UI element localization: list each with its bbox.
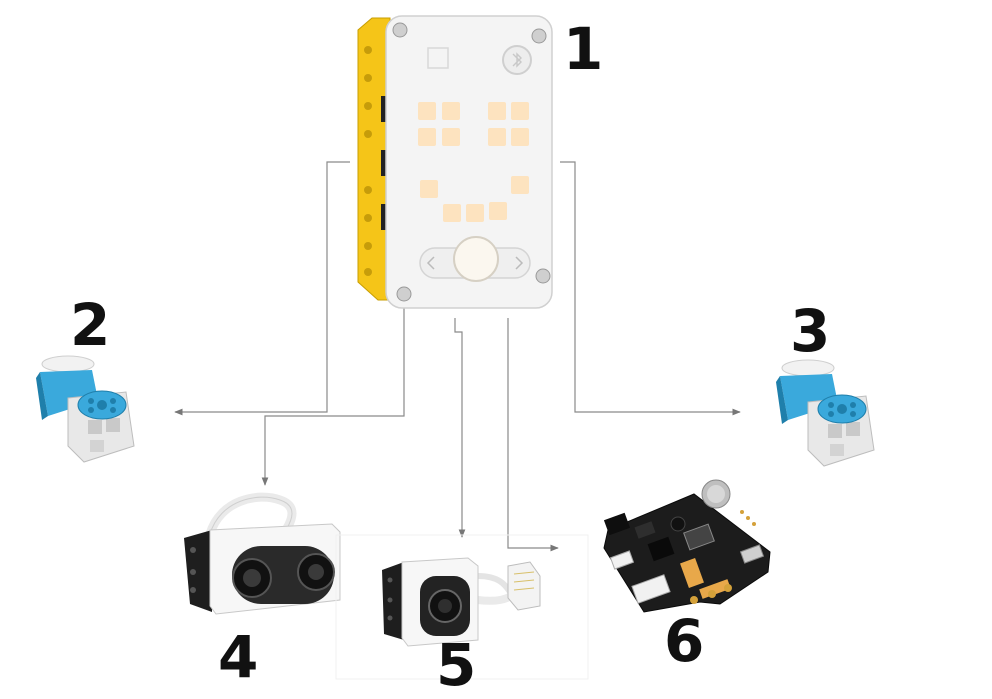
led-matrix (418, 102, 529, 222)
camera-board (603, 479, 771, 613)
label-color-sensor: 5 (436, 631, 477, 699)
motor-left (36, 355, 135, 463)
label-hub: 1 (563, 15, 604, 83)
hub (357, 15, 553, 309)
connector-to-camera-board (507, 318, 559, 552)
right-arrow-icon[interactable] (515, 256, 524, 270)
color-sensor (335, 534, 589, 680)
connector-to-motor-left (174, 161, 350, 416)
label-motor-left: 2 (70, 291, 111, 359)
connector-to-color-sensor (454, 318, 466, 538)
hub-logo (427, 47, 449, 69)
center-button[interactable] (453, 236, 499, 282)
connector-to-motor-right (560, 161, 741, 416)
distance-sensor (184, 492, 341, 615)
label-motor-right: 3 (790, 297, 831, 365)
connector-to-distance-sensor (261, 305, 405, 486)
left-arrow-icon[interactable] (426, 256, 435, 270)
label-distance-sensor: 4 (218, 623, 259, 691)
hub-screw (392, 22, 551, 302)
motor-right (776, 359, 875, 467)
label-camera-board: 6 (664, 607, 705, 675)
